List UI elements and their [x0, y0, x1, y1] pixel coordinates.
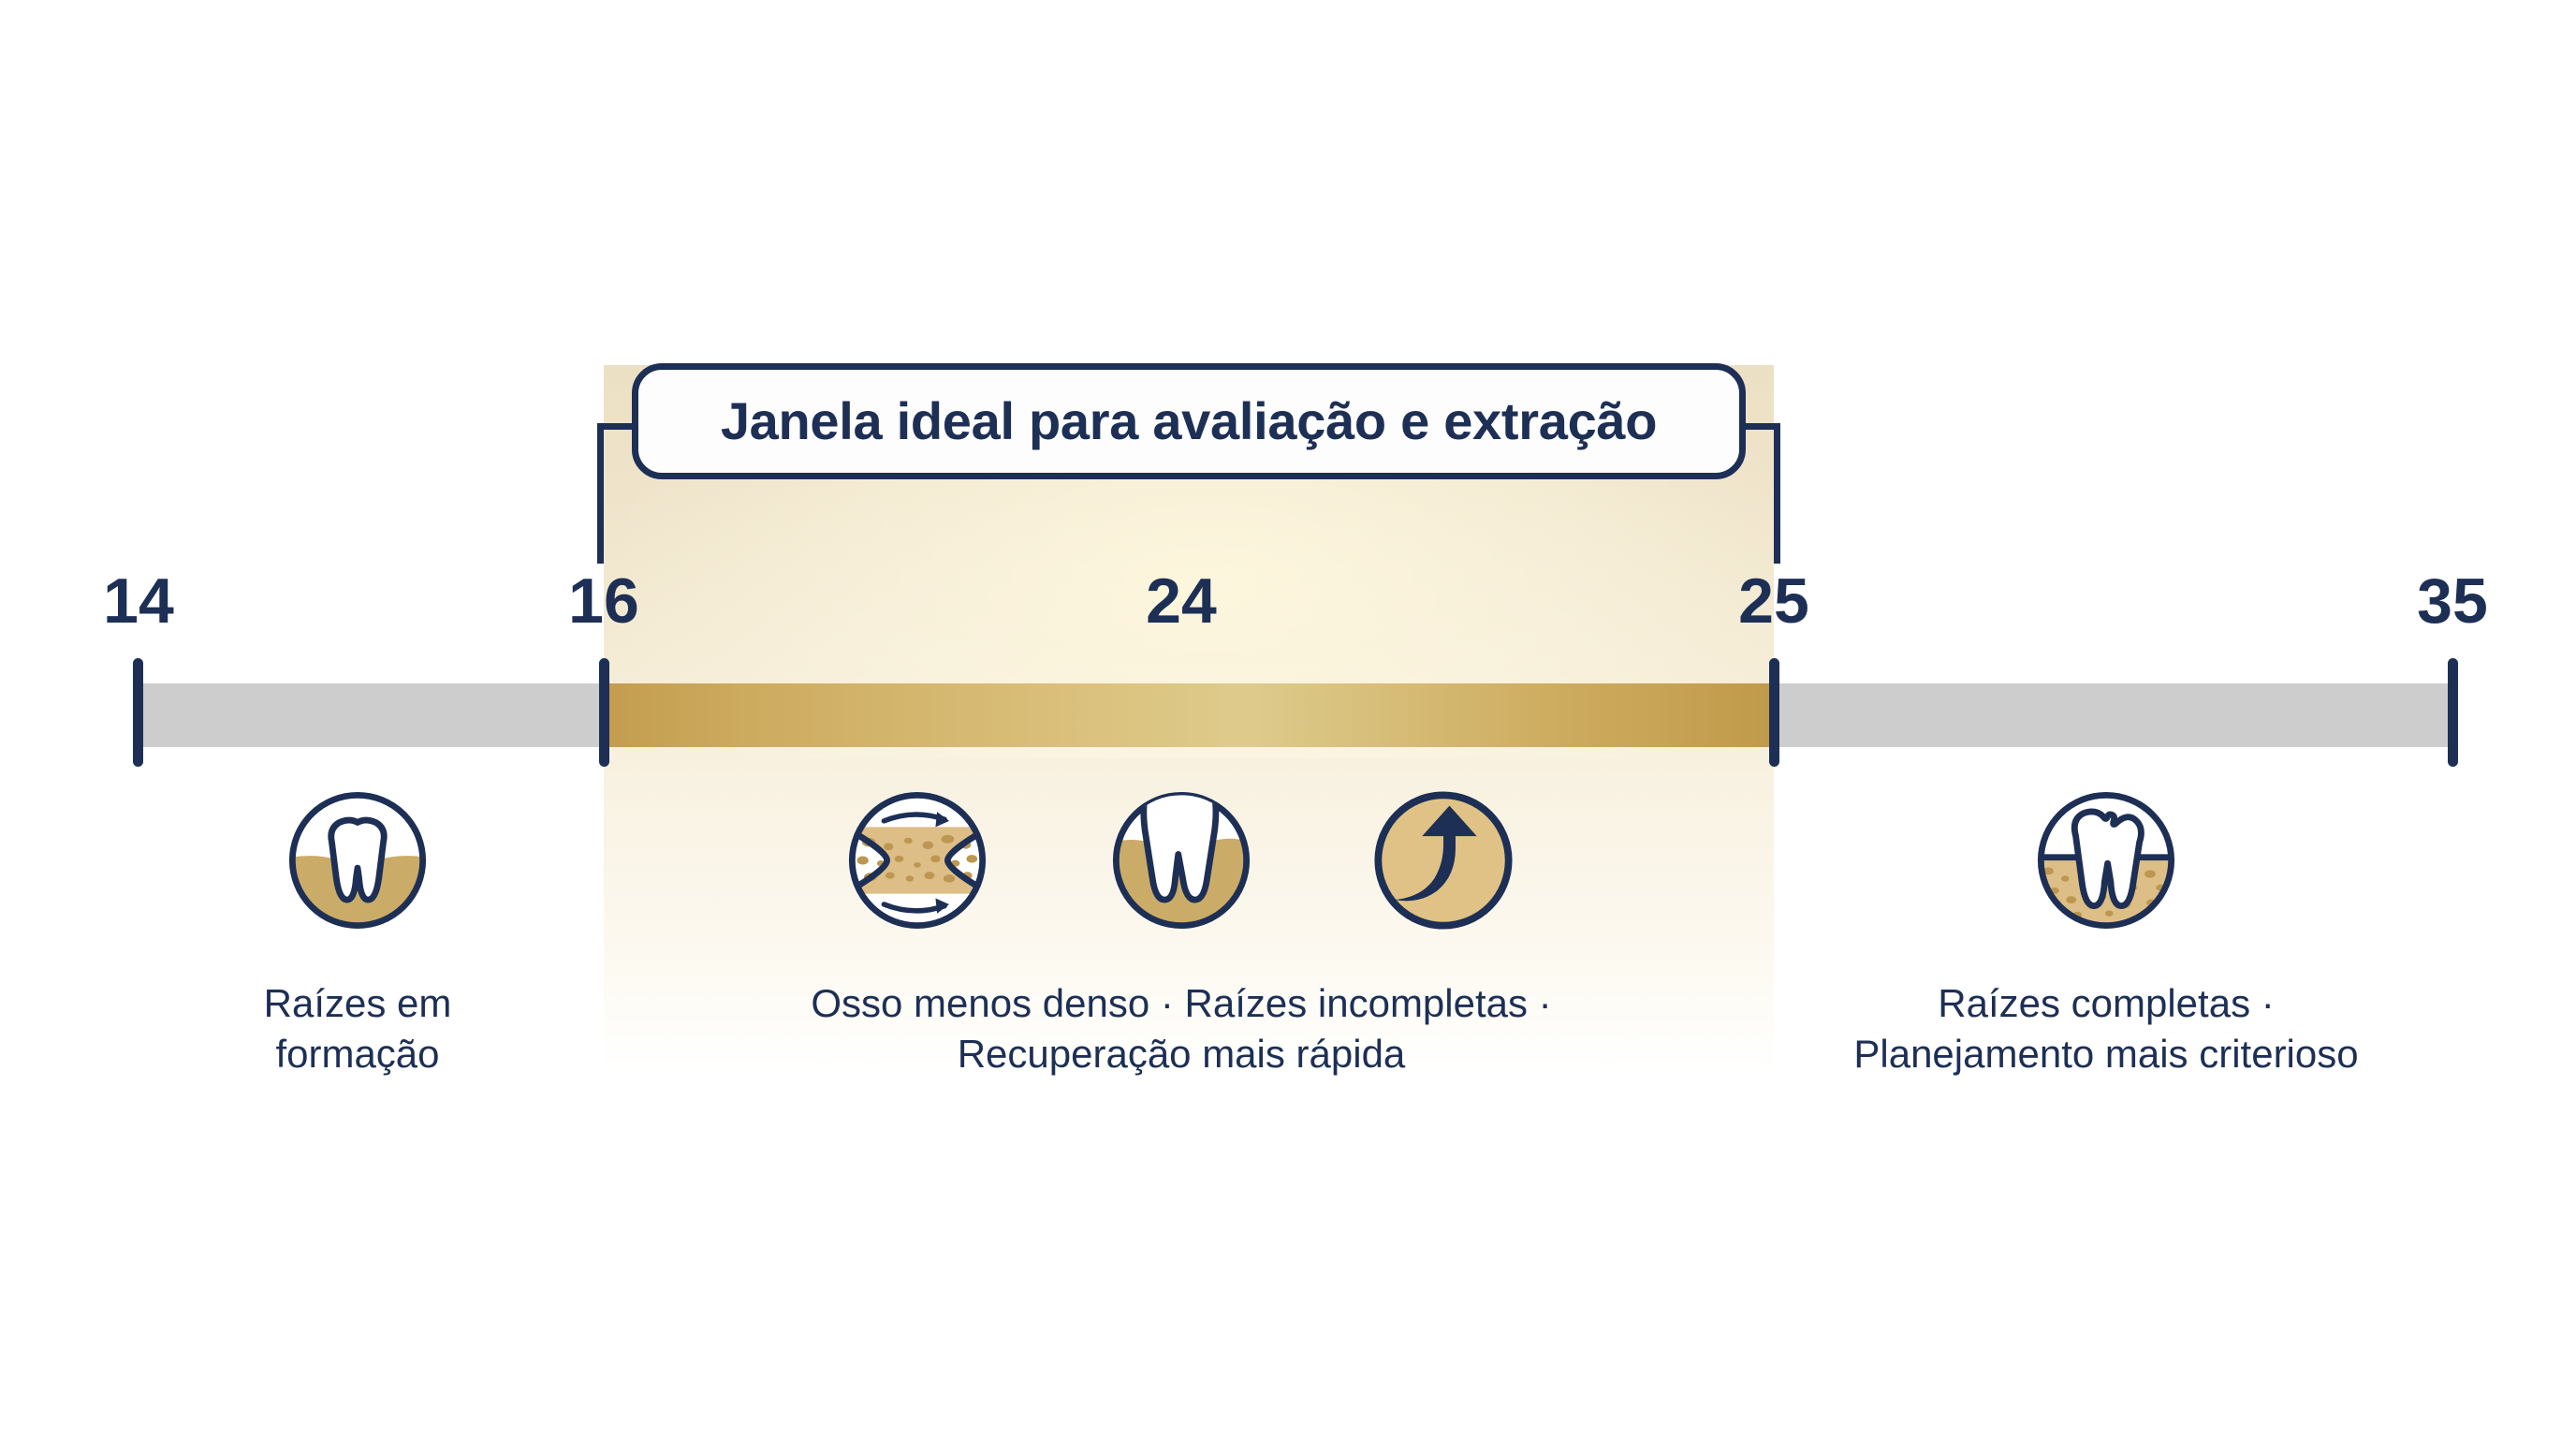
- tick-mark-35: [2448, 658, 2458, 767]
- fast-recovery-arrow-icon: [1368, 785, 1519, 936]
- bone-density-icon: [842, 785, 993, 936]
- ideal-window-title-text: Janela ideal para avaliação e extração: [720, 391, 1658, 450]
- incomplete-roots-tooth-icon: [1105, 785, 1257, 936]
- timeline-axis-window-bar: [604, 683, 1774, 747]
- axis-label-35: 35: [2417, 565, 2488, 637]
- axis-label-14: 14: [103, 565, 174, 637]
- tick-mark-16: [599, 658, 609, 767]
- tick-mark-14: [133, 658, 143, 767]
- axis-label-16: 16: [568, 565, 639, 637]
- tick-mark-25: [1769, 658, 1779, 767]
- ideal-window-title-pill: Janela ideal para avaliação e extração: [632, 363, 1746, 479]
- caption-ideal-window-benefits: Osso menos denso · Raízes incompletas · …: [811, 981, 1552, 1076]
- caption-roots-forming: Raízes em formação: [263, 981, 452, 1076]
- complete-roots-tooth-icon: [2030, 785, 2182, 936]
- tooth-forming-roots-icon: [282, 785, 433, 936]
- caption-complete-roots: Raízes completas · Planejamento mais cri…: [1853, 981, 2359, 1076]
- axis-label-24: 24: [1146, 565, 1217, 637]
- axis-label-25: 25: [1738, 565, 1809, 637]
